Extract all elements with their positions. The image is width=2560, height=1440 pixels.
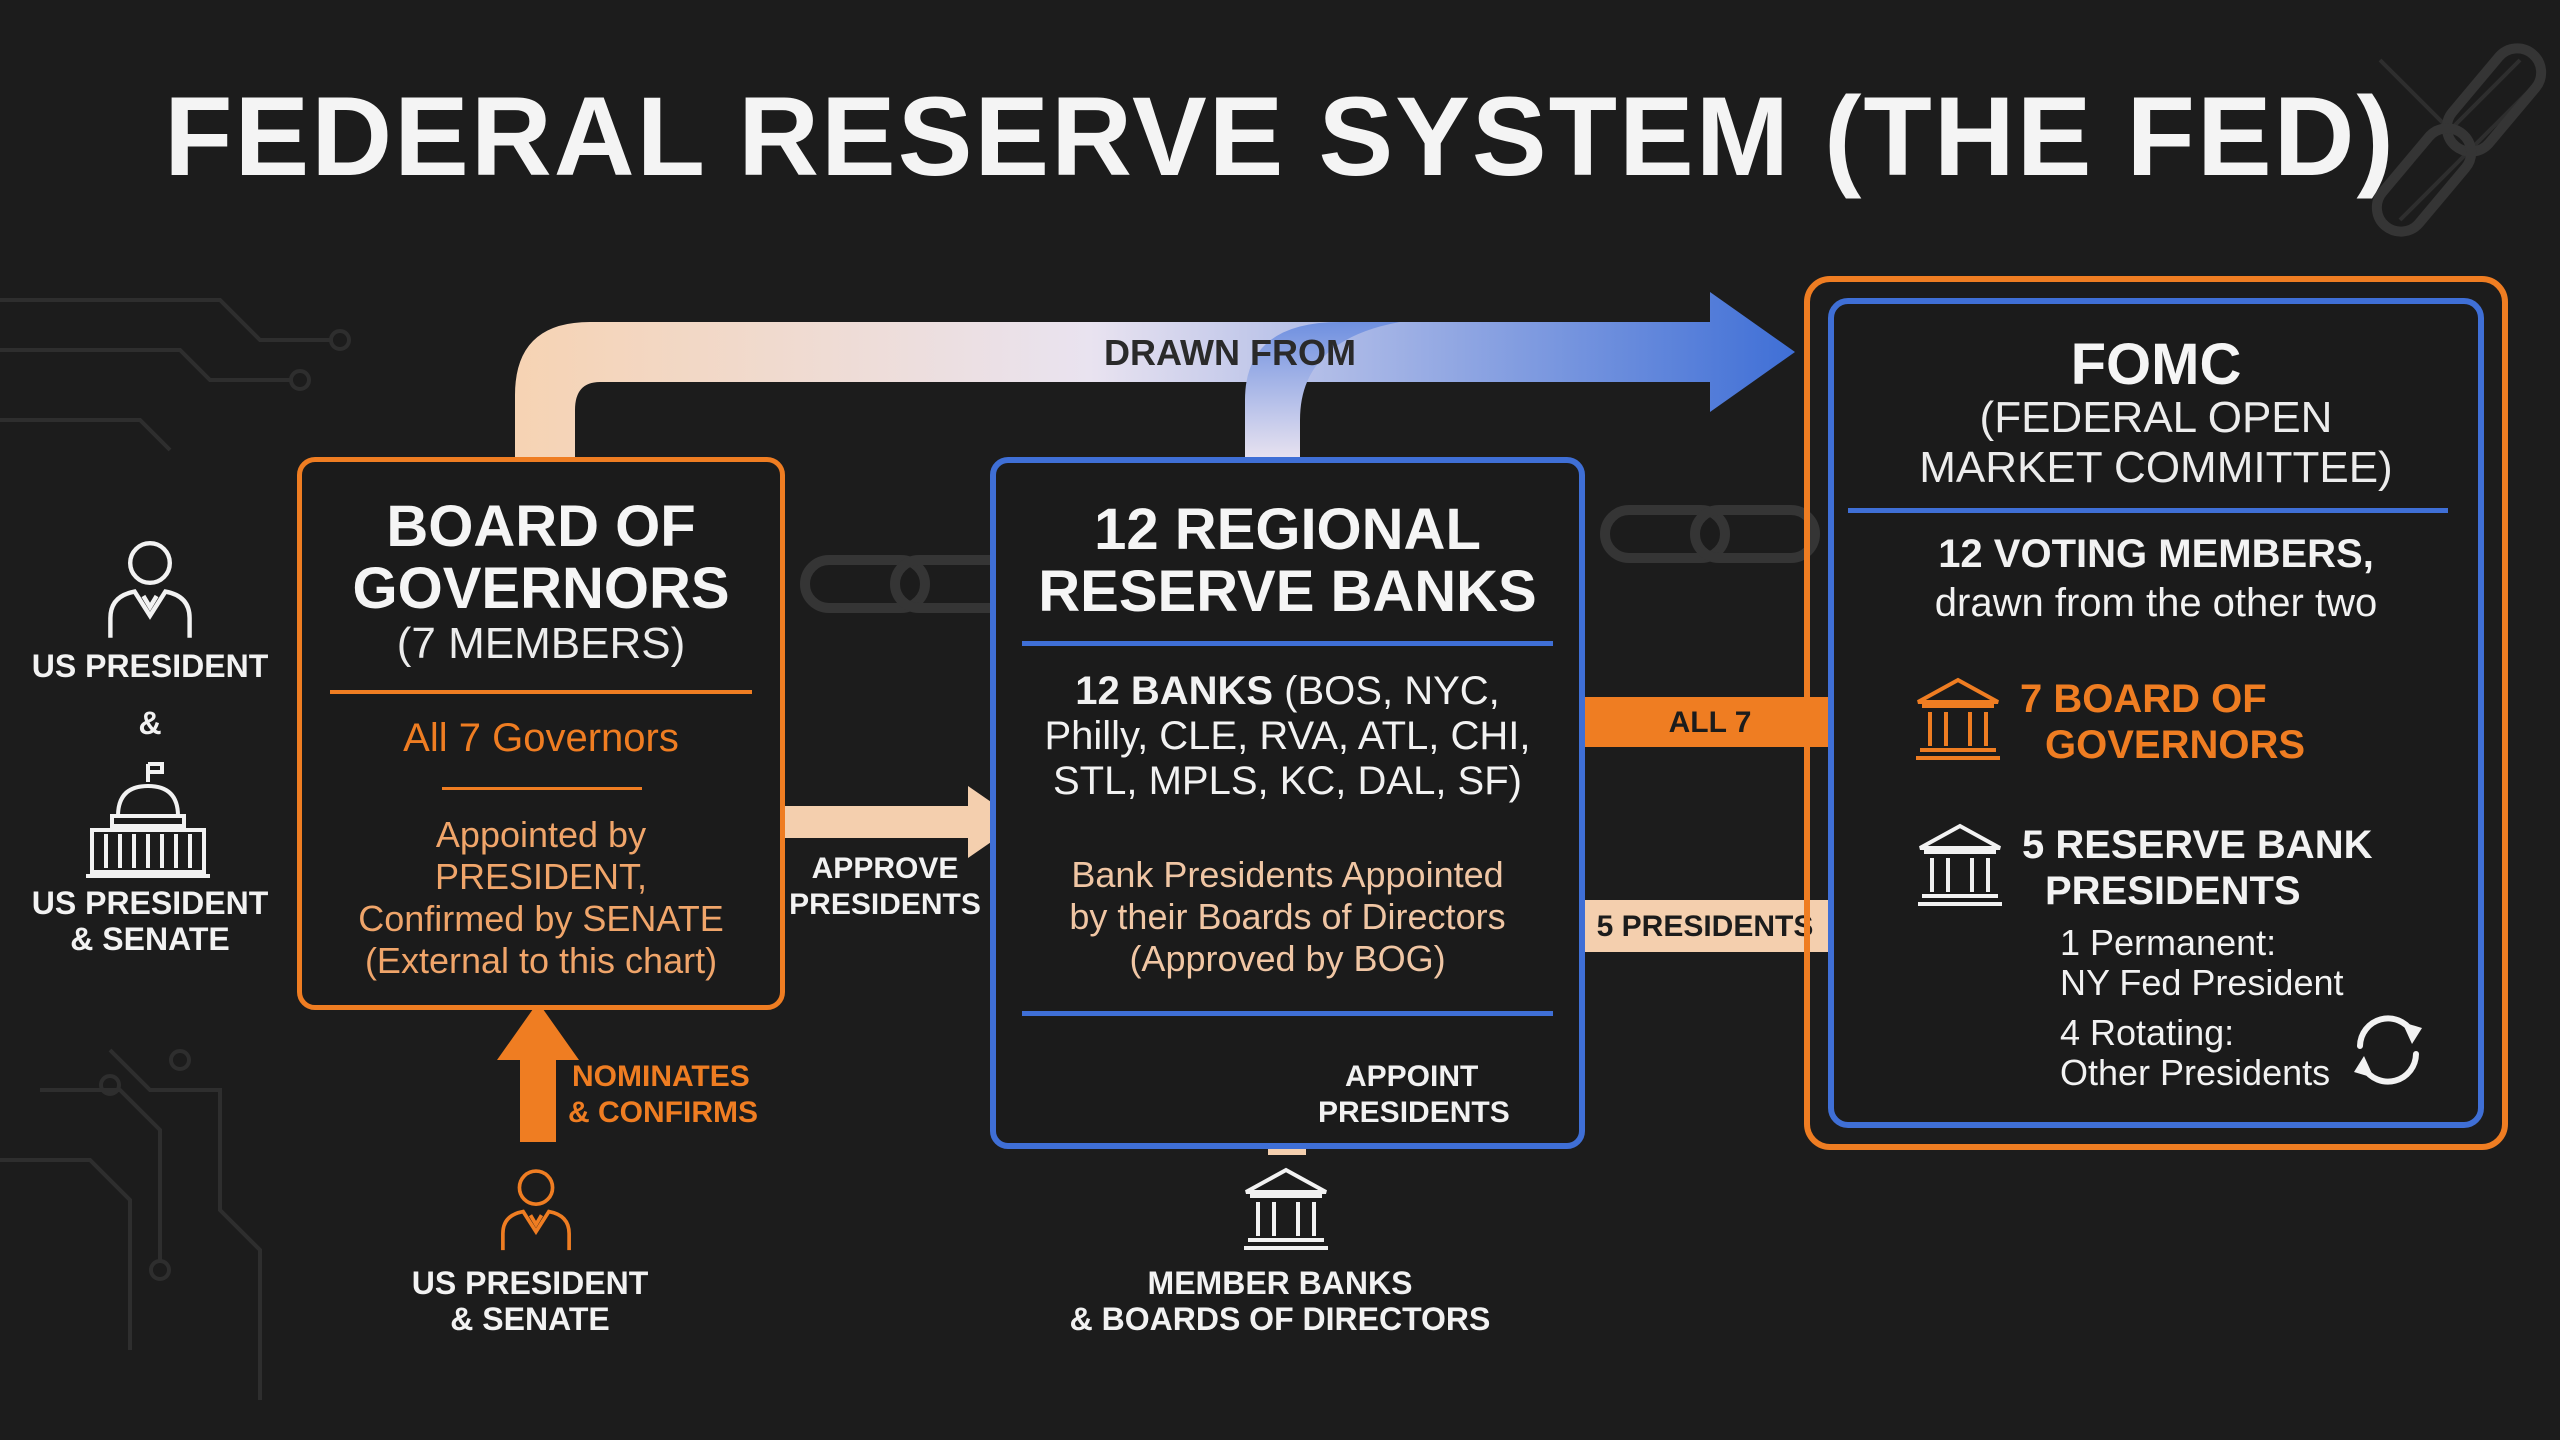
fomc-presidents-1: 5 RESERVE BANK: [2022, 823, 2373, 867]
regional-presidents-2: by their Boards of Directors: [1069, 896, 1506, 937]
bottom-senate-label-2: & SENATE: [450, 1301, 610, 1337]
fomc-voting-sub: drawn from the other two: [1934, 581, 2378, 625]
rotate-icon: [2354, 1015, 2422, 1085]
left-senate-label-2: & SENATE: [70, 921, 230, 957]
fomc-presidents-2: PRESIDENTS: [2045, 869, 2301, 913]
bottom-senate-label-1: US PRESIDENT: [411, 1265, 649, 1301]
board-divider: [330, 690, 752, 694]
person-icon: [501, 1169, 571, 1251]
board-title-2: GOVERNORS: [352, 556, 730, 621]
fomc-governors-1: 7 BOARD OF: [2020, 677, 2267, 721]
left-ampersand: &: [138, 705, 162, 741]
member-banks-label-2: & BOARDS OF DIRECTORS: [1069, 1301, 1491, 1337]
page-title: FEDERAL RESERVE SYSTEM (THE FED): [164, 74, 2396, 199]
regional-divider-2: [1022, 1011, 1553, 1016]
fomc-rotating-2: Other Presidents: [2060, 1052, 2331, 1093]
bank-building-icon: [1244, 1167, 1328, 1250]
board-appointed-4: (External to this chart): [364, 940, 718, 981]
drawn-from-label: DRAWN FROM: [1104, 332, 1356, 373]
regional-presidents-3: (Approved by BOG): [1129, 938, 1446, 979]
approve-label-2: PRESIDENTS: [789, 888, 981, 921]
board-subtitle: (7 MEMBERS): [396, 619, 686, 668]
nominates-arrow: [497, 1002, 579, 1142]
bank-building-icon: [1916, 677, 2000, 760]
fomc-governors-2: GOVERNORS: [2045, 723, 2306, 767]
board-appointed-2: PRESIDENT,: [434, 856, 648, 897]
regional-banks-line-3: STL, MPLS, KC, DAL, SF): [1052, 759, 1522, 803]
fomc-rotating-1: 4 Rotating:: [2060, 1012, 2235, 1053]
board-title-1: BOARD OF: [386, 494, 696, 559]
all-7-label: ALL 7: [1668, 706, 1752, 739]
board-appointed-3: Confirmed by SENATE: [358, 898, 724, 939]
regional-banks-line-2: Philly, CLE, RVA, ATL, CHI,: [1044, 714, 1531, 758]
board-appointed-1: Appointed by: [435, 814, 647, 855]
fomc-title: FOMC: [2070, 332, 2242, 397]
fomc-voting-members: 12 VOTING MEMBERS,: [1938, 532, 2374, 576]
capitol-icon: [86, 762, 210, 878]
five-presidents-label: 5 PRESIDENTS: [1596, 910, 1814, 943]
fomc-fullname-2: MARKET COMMITTEE): [1919, 443, 2393, 492]
approve-presidents-arrow: [785, 786, 1020, 858]
regional-title-1: 12 REGIONAL: [1094, 497, 1481, 562]
nominates-label-2: & CONFIRMS: [568, 1096, 758, 1129]
regional-presidents-1: Bank Presidents Appointed: [1071, 854, 1504, 895]
person-icon: [108, 541, 192, 638]
approve-label-1: APPROVE: [811, 852, 959, 885]
regional-banks-bold: 12 BANKS: [1075, 669, 1274, 713]
all-7-arrow: [1580, 668, 1895, 776]
fomc-divider: [1848, 508, 2448, 513]
drawn-from-branch-arrow: [1245, 322, 1400, 460]
left-senate-label-1: US PRESIDENT: [31, 885, 269, 921]
fomc-fullname-1: (FEDERAL OPEN: [1979, 393, 2333, 442]
appoint-label-2: PRESIDENTS: [1318, 1096, 1510, 1129]
board-divider-2: [442, 787, 642, 790]
board-all-governors: All 7 Governors: [403, 716, 679, 760]
regional-reserve-banks-box: 12 REGIONAL RESERVE BANKS 12 BANKS (BOS,…: [990, 457, 1585, 1149]
member-banks-label-1: MEMBER BANKS: [1147, 1265, 1413, 1301]
regional-title-2: RESERVE BANKS: [1038, 559, 1537, 624]
drawn-from-arrow: [515, 292, 1795, 460]
regional-divider: [1022, 641, 1553, 646]
board-of-governors-box: BOARD OF GOVERNORS (7 MEMBERS) All 7 Gov…: [297, 457, 785, 1010]
appoint-label-1: APPOINT: [1345, 1060, 1479, 1093]
regional-banks-list-1: (BOS, NYC,: [1273, 669, 1500, 713]
left-president-label: US PRESIDENT: [31, 648, 269, 684]
fomc-box: FOMC (FEDERAL OPEN MARKET COMMITTEE) 12 …: [1828, 298, 2484, 1128]
fomc-permanent-2: NY Fed President: [2060, 962, 2344, 1003]
fomc-permanent-1: 1 Permanent:: [2060, 922, 2277, 963]
regional-banks-line-1: 12 BANKS (BOS, NYC,: [996, 668, 1579, 714]
fomc-outer-frame: [1804, 276, 2508, 1150]
nominates-label-1: NOMINATES: [572, 1060, 750, 1093]
bank-building-icon: [1918, 823, 2002, 906]
five-presidents-arrow: [1580, 880, 1900, 972]
